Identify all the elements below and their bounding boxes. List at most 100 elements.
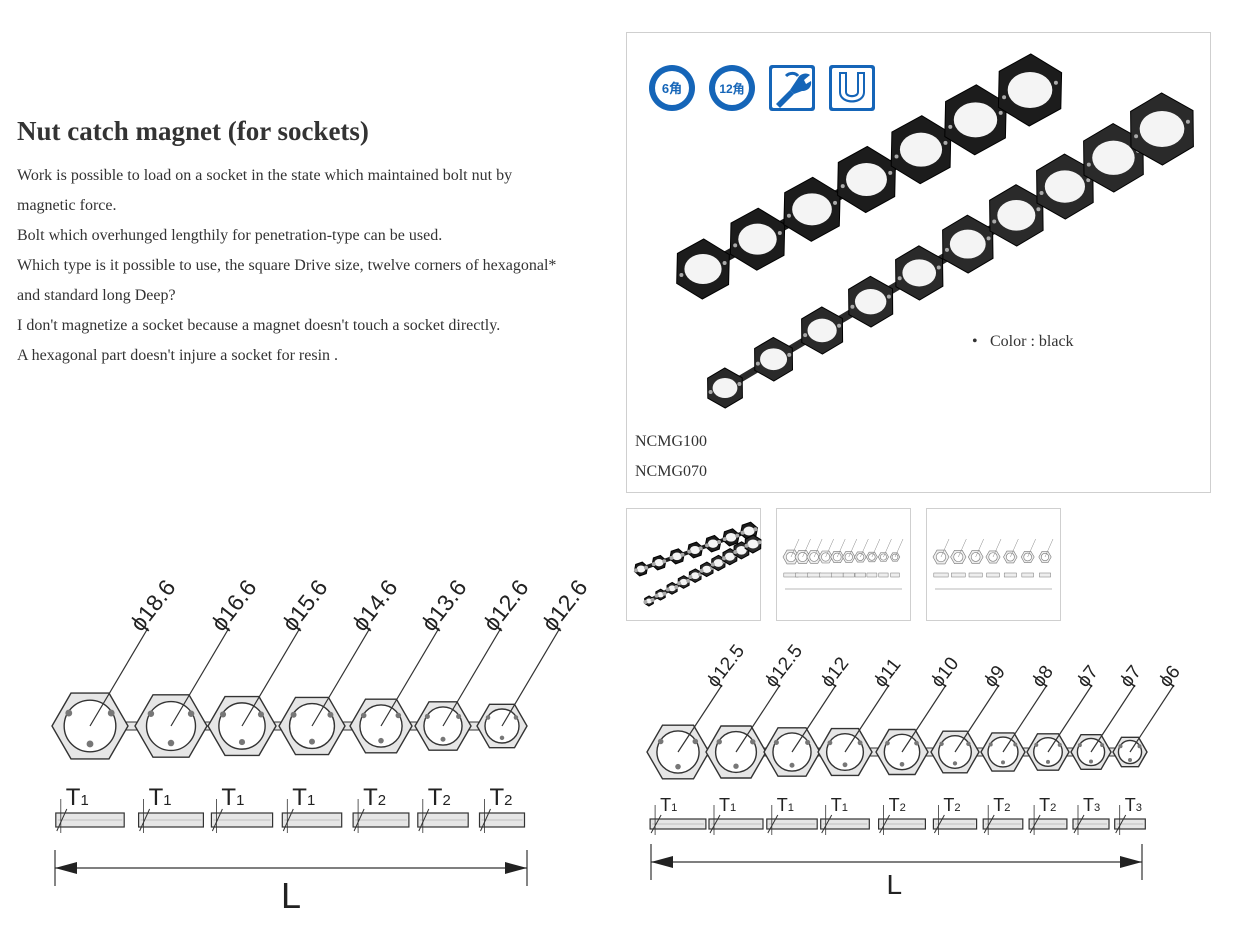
nut-screw (669, 555, 674, 560)
thickness-marker (1029, 814, 1041, 834)
thickness-label: T1 (221, 784, 244, 811)
nut-screw (1002, 95, 1007, 100)
thickness-label: T3 (1083, 795, 1100, 815)
mini-leader (975, 538, 984, 558)
nut-screw (744, 543, 749, 548)
screw-hole (750, 739, 756, 745)
mini-leader (790, 538, 800, 558)
thickness-label: T1 (660, 795, 677, 815)
thumbnail-photo[interactable] (626, 508, 762, 621)
nut-screw (992, 219, 997, 224)
description-line: and standard long Deep? (17, 287, 176, 304)
nut-screw (803, 333, 808, 338)
thickness-label: T1 (66, 784, 89, 811)
nut-hole (724, 552, 735, 561)
nut-holder (707, 367, 743, 409)
screw-hole (657, 738, 664, 745)
diameter-leader (501, 627, 561, 727)
nut-holder (699, 561, 714, 578)
nut-screw (757, 540, 762, 545)
main-product-image[interactable] (626, 32, 1211, 493)
screw-hole (86, 740, 94, 748)
nut-hole (690, 546, 700, 554)
thickness-marker (933, 814, 945, 834)
nut-hole (902, 259, 937, 287)
screw-hole (899, 761, 905, 767)
nut-screw (840, 184, 845, 189)
nut-hole (684, 254, 722, 284)
screw-hole (147, 710, 155, 717)
diameter-label: ϕ12.6 (478, 575, 534, 636)
diagram-nut: ϕ7 (1070, 662, 1146, 771)
mini-plate (968, 572, 983, 578)
nut-screw (888, 170, 893, 175)
nut-hole (707, 539, 719, 548)
model-name: NCMG070 (635, 463, 708, 480)
nut-hole (702, 565, 712, 573)
thickness-marker (1115, 814, 1127, 834)
diameter-leader (1129, 684, 1175, 753)
thumbnail-diagram-2-image (932, 538, 1054, 590)
nut-holder (944, 84, 1007, 156)
thickness-label: T2 (363, 784, 386, 811)
screw-hole (952, 761, 958, 766)
mini-leader (940, 538, 950, 558)
nut-holder (989, 184, 1044, 247)
nut-hole (747, 539, 759, 549)
nut-screw (944, 247, 949, 252)
diameter-leader (954, 684, 1000, 753)
thickness-marker (879, 814, 891, 834)
description-line: magnetic force. (17, 197, 117, 214)
hex-6-icon: 6角 (649, 65, 695, 111)
thumbnail-diagram-1[interactable] (776, 508, 911, 621)
nut-holder (676, 238, 730, 300)
screw-hole (1128, 758, 1132, 763)
nut-screw (698, 546, 703, 551)
nut-screw (688, 575, 693, 580)
nut-screw (687, 549, 692, 554)
diameter-leader (1002, 684, 1048, 753)
thickness-marker (1073, 814, 1085, 834)
mini-plate (831, 572, 844, 578)
nut-screw (936, 265, 941, 270)
screw-hole (1013, 742, 1018, 747)
mini-bore (821, 552, 831, 562)
screw-hole (456, 713, 462, 719)
nut-screw (677, 581, 682, 586)
thickness-marker (709, 814, 721, 834)
mini-plate (807, 572, 821, 578)
mini-leader (848, 538, 858, 558)
mini-plate (986, 572, 1000, 578)
thumbnail-diagram-2[interactable] (926, 508, 1061, 621)
diameter-leader (1090, 684, 1136, 753)
nut-holder (669, 548, 685, 565)
diameter-leader (791, 684, 837, 753)
nut-screw (777, 230, 782, 235)
diameter-leader (735, 684, 781, 753)
description-line: Which type is it possible to use, the sq… (17, 257, 557, 274)
mini-plate (933, 572, 949, 578)
chain-ncmg070 (707, 92, 1194, 409)
screw-hole (1077, 743, 1082, 748)
mini-bore (868, 553, 876, 561)
screw-hole (1034, 742, 1039, 747)
screw-hole (440, 736, 446, 742)
nut-screw (643, 600, 648, 604)
screw-hole (857, 740, 863, 746)
nut-hole (636, 565, 646, 573)
mini-bore (844, 552, 853, 562)
mini-plate (866, 572, 878, 578)
thickness-marker (282, 808, 294, 832)
diameter-leader (241, 627, 301, 727)
diagram-nut: ϕ16.6 (134, 575, 262, 758)
hex-12-icon: 12角 (709, 65, 755, 111)
diameter-label: ϕ18.6 (125, 575, 181, 636)
nut-screw (733, 243, 738, 248)
thickness-label: T3 (1125, 795, 1142, 815)
thickness-marker (650, 814, 662, 834)
nut-screw (787, 352, 792, 357)
screw-hole (513, 715, 519, 720)
thickness-label: T1 (292, 784, 315, 811)
nut-holder (654, 588, 667, 601)
